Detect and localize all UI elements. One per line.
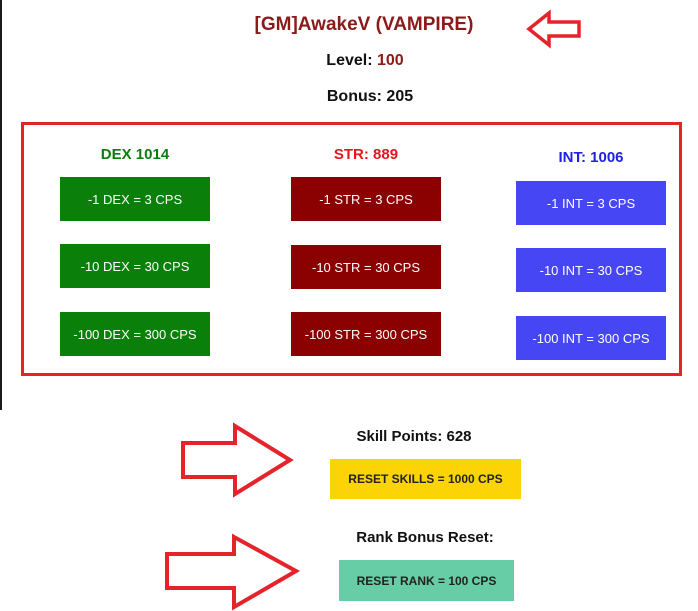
dex-title: DEX 1014 — [100, 146, 170, 163]
int-minus-1-button[interactable]: -1 INT = 3 CPS — [516, 181, 666, 225]
arrow-left-icon — [526, 9, 581, 49]
character-name: [GM]AwakeV (VAMPIRE) — [254, 14, 474, 35]
arrow-right-icon — [181, 422, 294, 498]
str-minus-10-button[interactable]: -10 STR = 30 CPS — [291, 245, 441, 289]
level-line: Level: 100 — [295, 52, 435, 70]
bonus-value: 205 — [386, 88, 414, 105]
skill-points-label: Skill Points: 628 — [356, 428, 472, 445]
str-title: STR: 889 — [333, 146, 399, 163]
rank-bonus-reset-label: Rank Bonus Reset: — [356, 529, 494, 546]
int-minus-100-button[interactable]: -100 INT = 300 CPS — [516, 316, 666, 360]
int-title: INT: 1006 — [558, 149, 624, 166]
arrow-right-icon — [165, 533, 301, 611]
reset-rank-button[interactable]: RESET RANK = 100 CPS — [339, 560, 514, 601]
str-minus-100-button[interactable]: -100 STR = 300 CPS — [291, 312, 441, 356]
dex-minus-1-button[interactable]: -1 DEX = 3 CPS — [60, 177, 210, 221]
str-minus-1-button[interactable]: -1 STR = 3 CPS — [291, 177, 441, 221]
dex-minus-100-button[interactable]: -100 DEX = 300 CPS — [60, 312, 210, 356]
left-divider — [0, 0, 2, 410]
level-label: Level: — [326, 52, 373, 69]
bonus-label: Bonus: — [326, 88, 382, 105]
dex-minus-10-button[interactable]: -10 DEX = 30 CPS — [60, 244, 210, 288]
int-minus-10-button[interactable]: -10 INT = 30 CPS — [516, 248, 666, 292]
stats-highlight-box — [21, 122, 682, 376]
reset-skills-button[interactable]: RESET SKILLS = 1000 CPS — [330, 459, 521, 499]
level-value: 100 — [377, 52, 404, 69]
bonus-line: Bonus: 205 — [300, 88, 440, 106]
